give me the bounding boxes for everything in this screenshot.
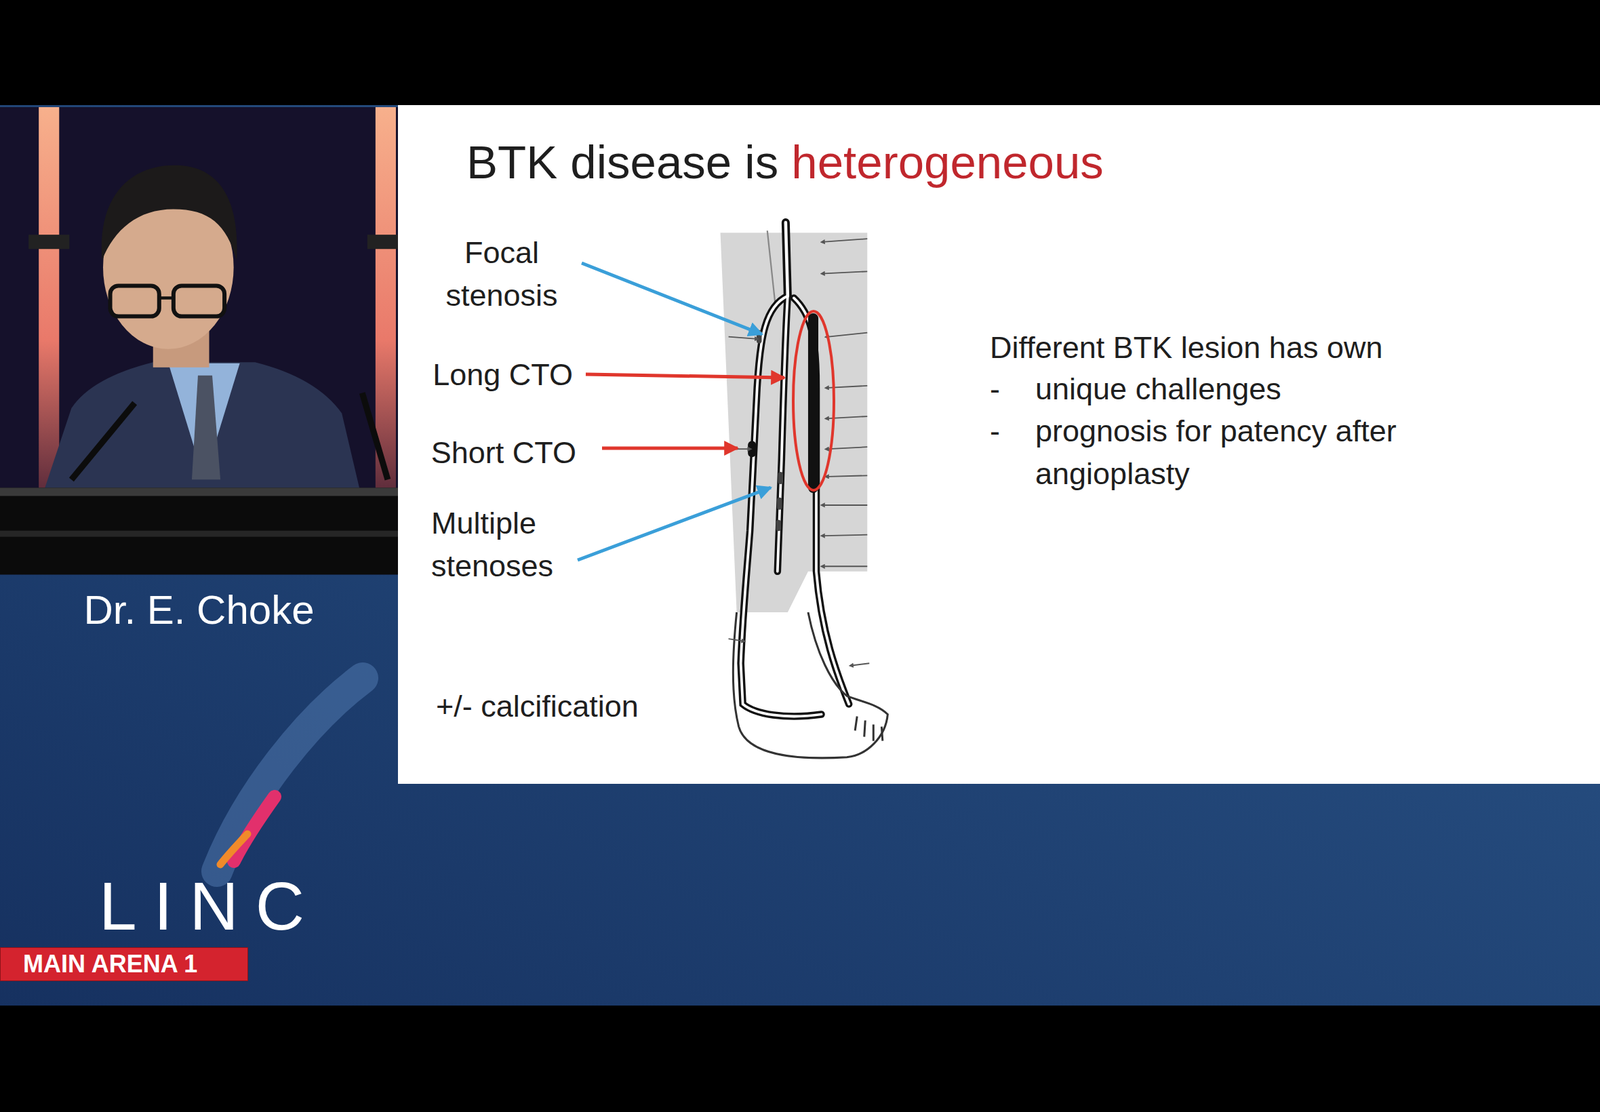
- leg-illustration: [720, 222, 889, 758]
- lesion-label: Short CTO: [369, 431, 577, 474]
- pointer-line: [852, 663, 870, 666]
- pointer-line: [728, 336, 756, 339]
- light-bracket: [28, 234, 70, 249]
- microphone: [362, 392, 388, 480]
- bullet-text: unique challenges: [1035, 367, 1282, 411]
- pointer-lines: [728, 238, 870, 666]
- foot-outline: [732, 612, 888, 758]
- occluded-segment: [808, 318, 819, 489]
- speaker-shirt: [168, 363, 240, 480]
- video-ground: [0, 107, 398, 575]
- glasses-lens: [173, 285, 225, 316]
- lectern-stripe: [0, 530, 398, 537]
- logo-swoosh: [216, 677, 363, 872]
- lectern: [0, 487, 398, 575]
- badge-text: MAIN ARENA 1: [23, 949, 238, 978]
- glasses-lens: [110, 285, 160, 316]
- speaker-hair: [101, 165, 238, 261]
- lectern-edge: [0, 487, 398, 496]
- bullet-text: prognosis for patency after angioplasty: [1035, 409, 1497, 495]
- bullet-dash: -: [989, 367, 1000, 411]
- speaker-name: Dr. E. Choke: [0, 585, 398, 635]
- callout-arrow: [602, 446, 738, 451]
- lesion-label: Focal stenosis: [433, 231, 570, 317]
- slide-ground: [397, 105, 1600, 784]
- light-bracket: [367, 234, 398, 249]
- stage-light: [375, 107, 396, 495]
- glasses-bridge: [159, 296, 174, 300]
- stenoses: [778, 474, 781, 529]
- pointer-line: [824, 271, 868, 274]
- pointer-line: [824, 565, 868, 567]
- logo-text: LINC: [67, 865, 353, 947]
- lesion-label: Multiple stenoses: [431, 501, 574, 588]
- toes: [854, 716, 883, 742]
- swoosh-band: [216, 677, 363, 872]
- microphone: [71, 402, 135, 480]
- artery-lumen: [741, 295, 822, 716]
- pointer-line: [824, 534, 868, 537]
- artery-lumen: [777, 295, 788, 571]
- blue-ground: [0, 105, 1600, 1006]
- short-occlusion: [747, 444, 756, 453]
- callout-arrow: [585, 374, 785, 378]
- pointer-line: [828, 332, 868, 337]
- artery-lumen: [793, 297, 849, 704]
- artery: [741, 295, 822, 716]
- stage-light: [38, 107, 59, 495]
- artery: [785, 222, 788, 296]
- pointer-line: [728, 638, 743, 641]
- bullet-dash: -: [989, 409, 1000, 453]
- arteries: [741, 222, 850, 716]
- callout-arrow: [577, 487, 771, 560]
- lesion-label: Long CTO: [369, 353, 573, 396]
- artery: [793, 297, 849, 704]
- artery: [777, 295, 788, 571]
- speaker-video: [0, 107, 398, 575]
- artery-lumen: [785, 222, 788, 296]
- highlight-ellipse: [793, 311, 834, 491]
- body-text: Different BTK lesion has own: [989, 326, 1383, 369]
- swoosh-orange: [220, 833, 248, 865]
- speaker-suit: [40, 362, 363, 500]
- slide-title: BTK disease is heterogeneous: [466, 134, 1104, 192]
- bone-shading: [720, 232, 868, 613]
- speaker-tie: [191, 375, 221, 480]
- note-text: +/- calcification: [435, 684, 639, 728]
- venue-badge: MAIN ARENA 1: [0, 947, 249, 982]
- pointer-line: [824, 238, 868, 243]
- pointer-line: [828, 446, 868, 449]
- pointer-line: [824, 504, 868, 506]
- swoosh-pink: [233, 796, 275, 862]
- bone-edge: [767, 230, 776, 306]
- pointer-line: [828, 475, 868, 477]
- callout-arrow: [581, 263, 763, 335]
